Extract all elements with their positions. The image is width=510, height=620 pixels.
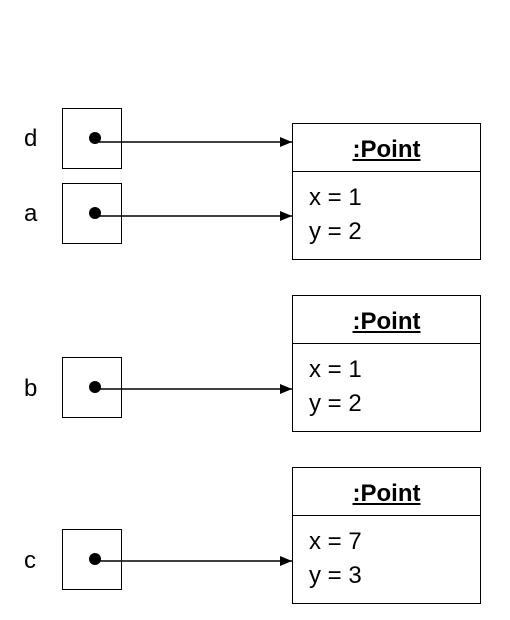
point-object-2: :Point x = 1 y = 2 bbox=[292, 295, 481, 432]
object-title: :Point bbox=[293, 296, 480, 344]
field-x: x = 7 bbox=[309, 528, 362, 555]
variable-label-d: d bbox=[24, 125, 38, 152]
point-object-3: :Point x = 7 y = 3 bbox=[292, 467, 481, 604]
variable-label-b: b bbox=[24, 375, 38, 402]
object-title: :Point bbox=[293, 124, 480, 172]
variable-label-c: c bbox=[24, 547, 36, 574]
field-y: y = 3 bbox=[309, 562, 362, 589]
variable-box-b bbox=[62, 357, 122, 418]
field-x: x = 1 bbox=[309, 356, 362, 383]
field-y: y = 2 bbox=[309, 218, 362, 245]
reference-dot bbox=[89, 553, 101, 565]
object-fields: x = 7 y = 3 bbox=[293, 516, 480, 593]
point-object-1: :Point x = 1 y = 2 bbox=[292, 123, 481, 260]
variable-box-d bbox=[62, 108, 122, 169]
object-title: :Point bbox=[293, 468, 480, 516]
field-x: x = 1 bbox=[309, 184, 362, 211]
variable-label-a: a bbox=[24, 200, 38, 227]
variable-box-c bbox=[62, 529, 122, 590]
reference-dot bbox=[89, 381, 101, 393]
field-y: y = 2 bbox=[309, 390, 362, 417]
reference-dot bbox=[89, 132, 101, 144]
variable-box-a bbox=[62, 183, 122, 244]
reference-dot bbox=[89, 207, 101, 219]
object-fields: x = 1 y = 2 bbox=[293, 172, 480, 249]
object-fields: x = 1 y = 2 bbox=[293, 344, 480, 421]
